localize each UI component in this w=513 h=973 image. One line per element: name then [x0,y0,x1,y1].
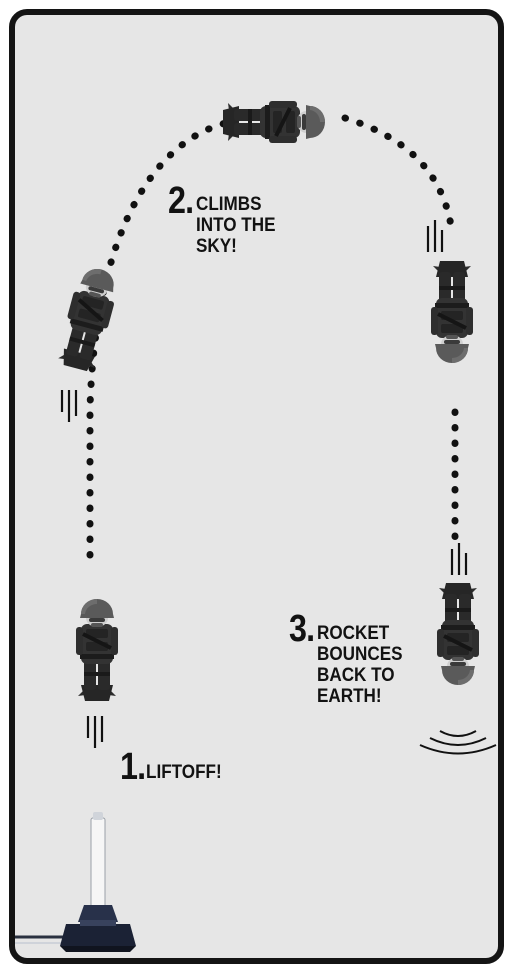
step-1-label: 1. LIFTOFF! [120,748,230,786]
step-2-number: 2. [168,182,193,220]
rocket-soldier-icon [431,261,473,363]
step-3-number: 3. [289,610,314,648]
step-2-text: CLIMBS INTO THE SKY! [196,194,275,257]
motion-lines-icon [452,543,466,575]
impact-arcs-icon [420,731,496,754]
motion-lines-icon [62,390,76,422]
step-3-label: 3. ROCKET BOUNCES BACK TO EARTH! [289,610,412,707]
step-2-label: 2. CLIMBS INTO THE SKY! [168,182,284,257]
step-1-number: 1. [120,748,145,786]
step-3-text: ROCKET BOUNCES BACK TO EARTH! [317,623,403,707]
rocket-soldier-icon [76,599,118,701]
motion-lines-icon [88,716,102,748]
step-1-text: LIFTOFF! [146,762,222,783]
motion-lines-icon [428,220,442,252]
rocket-soldier-icon [437,583,479,685]
rocket-soldier-icon [223,101,325,143]
rocket-soldier-icon [55,264,122,373]
launch-pad-icon [15,812,136,952]
